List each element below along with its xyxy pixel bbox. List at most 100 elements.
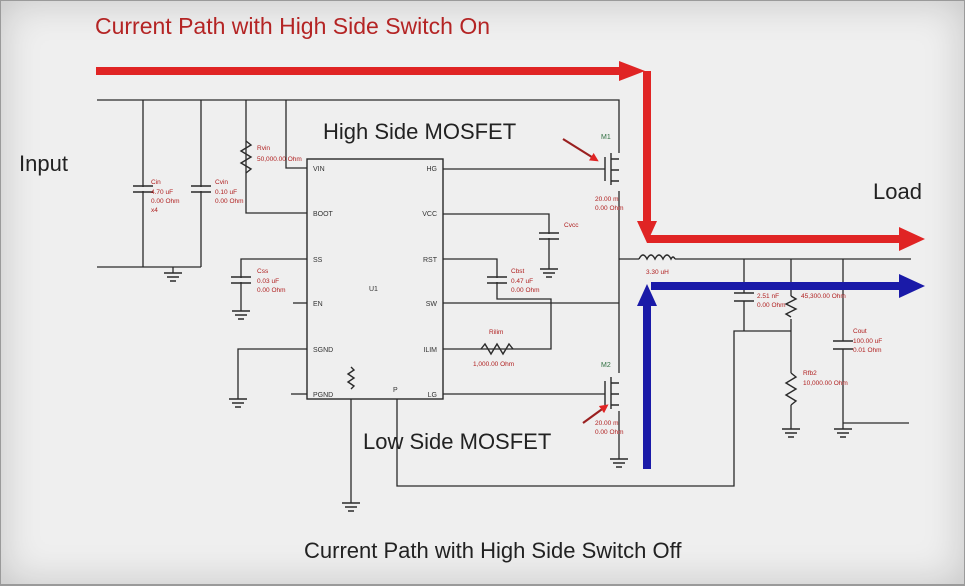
- cin-name: Cin: [151, 179, 161, 186]
- label-high-side-mosfet: High Side MOSFET: [323, 119, 517, 144]
- m1-esr: 0.00 Ohm: [595, 205, 624, 212]
- wire-input-top-rail: [97, 99, 620, 153]
- pointer-arrow-high-side: [562, 138, 599, 162]
- grounds: [164, 268, 852, 512]
- pin-label-bottom: P: [393, 387, 398, 394]
- wire-vin: [285, 100, 307, 169]
- pointer-arrow-low-side: [582, 404, 609, 424]
- red-arrowhead-down: [637, 221, 657, 243]
- ground-icon: [610, 458, 628, 468]
- cvcc-symbol: [539, 232, 559, 240]
- pin-label: ILIM: [423, 347, 437, 354]
- cbst-value: 0.47 uF: [511, 278, 533, 285]
- wire-feedback: [396, 330, 791, 487]
- wire-vcc: [443, 213, 550, 269]
- ic-u1-body: [306, 158, 444, 400]
- cvin-esr: 0.00 Ohm: [215, 198, 244, 205]
- label-load: Load: [873, 179, 922, 204]
- label-input: Input: [19, 151, 68, 176]
- cbst-esr: 0.00 Ohm: [511, 287, 540, 294]
- cout-esr: 0.01 Ohm: [853, 347, 882, 354]
- cin-value: 4.70 uF: [151, 189, 173, 196]
- ground-icon: [540, 268, 558, 278]
- rfb2-value: 10,000.00 Ohm: [803, 380, 848, 387]
- ground-icon: [164, 272, 182, 282]
- low-side-current-path: [637, 274, 925, 469]
- blue-arrowhead-load: [899, 274, 925, 298]
- wire-ss: [240, 258, 307, 311]
- m2-esr: 0.00 Ohm: [595, 429, 624, 436]
- ic-pin-labels-left: VIN BOOT SS EN SGND PGND: [313, 166, 334, 399]
- cin-symbol: [133, 185, 153, 193]
- blue-arrowhead-up: [637, 284, 657, 306]
- pin-label: PGND: [313, 392, 333, 399]
- m2-symbol: [604, 377, 619, 409]
- mosfets: [604, 153, 619, 409]
- cff-esr: 0.00 Ohm: [757, 302, 786, 309]
- pin-label: EN: [313, 301, 323, 308]
- cff-value: 2.51 nF: [757, 293, 779, 300]
- pin-label: BOOT: [313, 211, 334, 218]
- component-labels: Cin 4.70 uF 0.00 Ohm x4 Cvin 0.10 uF 0.0…: [151, 134, 882, 436]
- m2-name: M2: [601, 362, 611, 369]
- cbst-symbol: [487, 276, 507, 284]
- cvcc-name: Cvcc: [564, 222, 579, 229]
- wires: [97, 99, 911, 503]
- wire-rvin-boot: [245, 100, 307, 214]
- wire-sgnd: [237, 348, 307, 399]
- rfb2-name: Rfb2: [803, 370, 817, 377]
- css-esr: 0.00 Ohm: [257, 287, 286, 294]
- cvin-name: Cvin: [215, 179, 228, 186]
- high-side-current-path: [96, 61, 925, 251]
- rfb1-value: 45,300.00 Ohm: [801, 293, 846, 300]
- pin-label: RST: [423, 257, 438, 264]
- css-symbol: [231, 276, 251, 284]
- inductor-l1-symbol: [638, 254, 676, 261]
- ground-icon: [342, 502, 360, 512]
- cvin-value: 0.10 uF: [215, 189, 237, 196]
- ground-icon: [229, 398, 247, 408]
- cff-symbol: [734, 292, 754, 302]
- cout-symbol: [833, 340, 853, 350]
- cbst-name: Cbst: [511, 268, 525, 275]
- l1-value: 3.30 uH: [646, 269, 669, 276]
- rilim-name: Rilim: [489, 329, 503, 336]
- cout-value: 100.00 uF: [853, 338, 882, 345]
- rvin-name: Rvin: [257, 145, 270, 152]
- m1-rdson: 20.00 m: [595, 196, 619, 203]
- cap-gaps: [141, 187, 845, 348]
- cin-extra: x4: [151, 207, 158, 214]
- wire-rst: [443, 258, 552, 303]
- wire-ilim: [443, 303, 552, 350]
- ground-icon: [834, 428, 852, 438]
- resistors: [239, 140, 798, 406]
- red-arrowhead-load: [899, 227, 925, 251]
- ic-internal-resistor-symbol: [346, 366, 356, 390]
- rvin-symbol: [239, 140, 253, 174]
- cvin-symbol: [191, 185, 211, 193]
- ground-icon: [782, 428, 800, 438]
- pin-label: VCC: [422, 211, 437, 218]
- ic-ref-label: U1: [369, 286, 378, 293]
- pin-label: HG: [427, 166, 438, 173]
- ground-icon: [232, 310, 250, 320]
- rvin-value: 50,000.00 Ohm: [257, 156, 302, 163]
- rfb1-symbol: [784, 295, 798, 318]
- css-name: Css: [257, 268, 269, 275]
- m1-name: M1: [601, 134, 611, 141]
- pin-label: SS: [313, 257, 323, 264]
- pin-label: VIN: [313, 166, 325, 173]
- rilim-value: 1,000.00 Ohm: [473, 361, 514, 368]
- capacitors: [133, 185, 853, 350]
- pin-label: SW: [426, 301, 438, 308]
- cin-esr: 0.00 Ohm: [151, 198, 180, 205]
- title-high-side-on: Current Path with High Side Switch On: [95, 13, 491, 39]
- m2-rdson: 20.00 m: [595, 420, 619, 427]
- label-low-side-mosfet: Low Side MOSFET: [363, 429, 552, 454]
- rfb2-symbol: [784, 372, 798, 406]
- rilim-symbol: [480, 342, 514, 356]
- pin-label: SGND: [313, 347, 333, 354]
- css-value: 0.03 uF: [257, 278, 279, 285]
